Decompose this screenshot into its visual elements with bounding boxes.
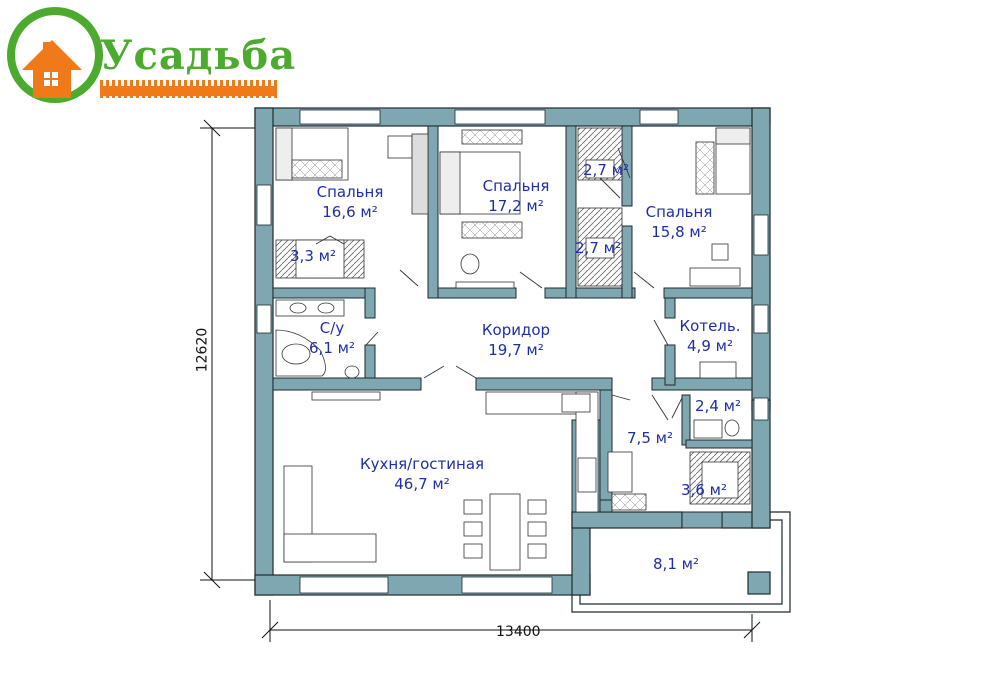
sofa-short: [283, 533, 377, 563]
logo-fence-post: [220, 80, 223, 98]
logo-house-roof: [22, 40, 82, 70]
sink: [561, 393, 591, 413]
logo-fence-post: [262, 80, 265, 98]
room-name: Котель.: [679, 317, 741, 335]
room-label-closet1: 3,3 м²: [278, 246, 348, 266]
logo-fence-post: [112, 80, 115, 98]
room-area: 6,1 м²: [309, 339, 355, 357]
room-label-bedroom2: Спальня 17,2 м²: [466, 176, 566, 216]
hall-bench: [607, 451, 633, 493]
logo-fence-post: [208, 80, 211, 98]
logo-fence-post: [118, 80, 121, 98]
bedroom1-furniture: [275, 127, 429, 279]
room-area: 2,4 м²: [695, 397, 741, 415]
windows: [256, 109, 769, 594]
stove: [577, 457, 597, 493]
room-label-bedroom1: Спальня 16,6 м²: [300, 182, 400, 222]
logo-fence-post: [172, 80, 175, 98]
room-area: 4,9 м²: [687, 337, 733, 355]
room-name: Спальня: [316, 183, 384, 201]
room-label-boiler: Котель. 4,9 м²: [672, 316, 748, 356]
room-label-closet2: 2,7 м²: [580, 160, 632, 180]
logo-fence-post: [178, 80, 181, 98]
chair: [460, 253, 480, 275]
room-area: 8,1 м²: [653, 555, 699, 573]
logo-fence-post: [124, 80, 127, 98]
room-label-porch: 8,1 м²: [646, 554, 706, 574]
boiler-fixtures: [699, 361, 737, 379]
logo-fence-post: [130, 80, 133, 98]
door-swings: [315, 147, 683, 421]
room-area: 15,8 м²: [651, 223, 707, 241]
room-area: 2,7 м²: [575, 239, 621, 257]
room-area: 7,5 м²: [627, 429, 673, 447]
logo-fence-post: [196, 80, 199, 98]
logo-fence-post: [106, 80, 109, 98]
room-name: Кухня/гостиная: [359, 455, 485, 473]
logo: [7, 7, 277, 103]
logo-fence-post: [214, 80, 217, 98]
dimension-height: 12620: [194, 327, 211, 373]
room-label-bathroom: С/у 6,1 м²: [302, 318, 362, 358]
logo-fence-post: [238, 80, 241, 98]
logo-fence-post: [244, 80, 247, 98]
toilet: [344, 365, 360, 379]
radiator: [311, 391, 381, 401]
dining-table: [489, 493, 521, 571]
logo-fence-post: [226, 80, 229, 98]
wc-sink: [693, 419, 723, 439]
room-area: 19,7 м²: [488, 341, 544, 359]
logo-fence-post: [232, 80, 235, 98]
room-label-closet3: 2,7 м²: [572, 238, 624, 258]
room-label-kitchen: Кухня/гостиная 46,7 м²: [352, 454, 492, 494]
logo-fence-post: [190, 80, 193, 98]
logo-fence-post: [268, 80, 271, 98]
logo-fence: [100, 80, 277, 98]
room-label-hall: 7,5 м²: [620, 428, 680, 448]
desk: [689, 267, 741, 287]
logo-fence-post: [166, 80, 169, 98]
room-name: Коридор: [481, 321, 551, 339]
room-area: 46,7 м²: [394, 475, 450, 493]
room-area: 16,6 м²: [322, 203, 378, 221]
closet-fill: [577, 127, 623, 287]
bedroom2-furniture: [439, 129, 523, 289]
logo-fence-post: [136, 80, 139, 98]
dimension-lines: [200, 119, 761, 642]
wc-storage: [689, 419, 751, 505]
logo-fence-post: [202, 80, 205, 98]
wc-toilet: [724, 419, 740, 437]
desk: [387, 135, 413, 159]
room-area: 3,6 м²: [681, 481, 727, 499]
room-name: С/у: [319, 319, 345, 337]
room-area: 17,2 м²: [488, 197, 544, 215]
room-name: Спальня: [645, 203, 713, 221]
boiler: [699, 361, 737, 379]
room-area: 2,7 м²: [583, 161, 629, 179]
kitchen-furniture: [283, 391, 647, 571]
logo-chimney: [43, 42, 51, 56]
room-label-wc: 2,4 м²: [688, 396, 748, 416]
logo-fence-post: [160, 80, 163, 98]
room-label-storage: 3,6 м²: [674, 480, 734, 500]
logo-fence-post: [100, 80, 103, 98]
brand-logo-text: Усадьба: [100, 32, 297, 79]
room-area: 3,3 м²: [290, 247, 336, 265]
logo-fence-post: [142, 80, 145, 98]
room-label-corridor: Коридор 19,7 м²: [466, 320, 566, 360]
logo-fence-post: [256, 80, 259, 98]
dining-chairs: [463, 499, 547, 559]
bedroom3-furniture: [689, 127, 751, 287]
dimension-width: 13400: [496, 624, 541, 640]
logo-fence-post: [184, 80, 187, 98]
logo-fence-post: [154, 80, 157, 98]
logo-fence-post: [274, 80, 277, 98]
room-label-bedroom3: Спальня 15,8 м²: [634, 202, 724, 242]
porch-outline: [571, 511, 791, 613]
logo-fence-post: [148, 80, 151, 98]
logo-fence-post: [250, 80, 253, 98]
bathroom-fixtures: [275, 299, 360, 379]
room-name: Спальня: [482, 177, 550, 195]
